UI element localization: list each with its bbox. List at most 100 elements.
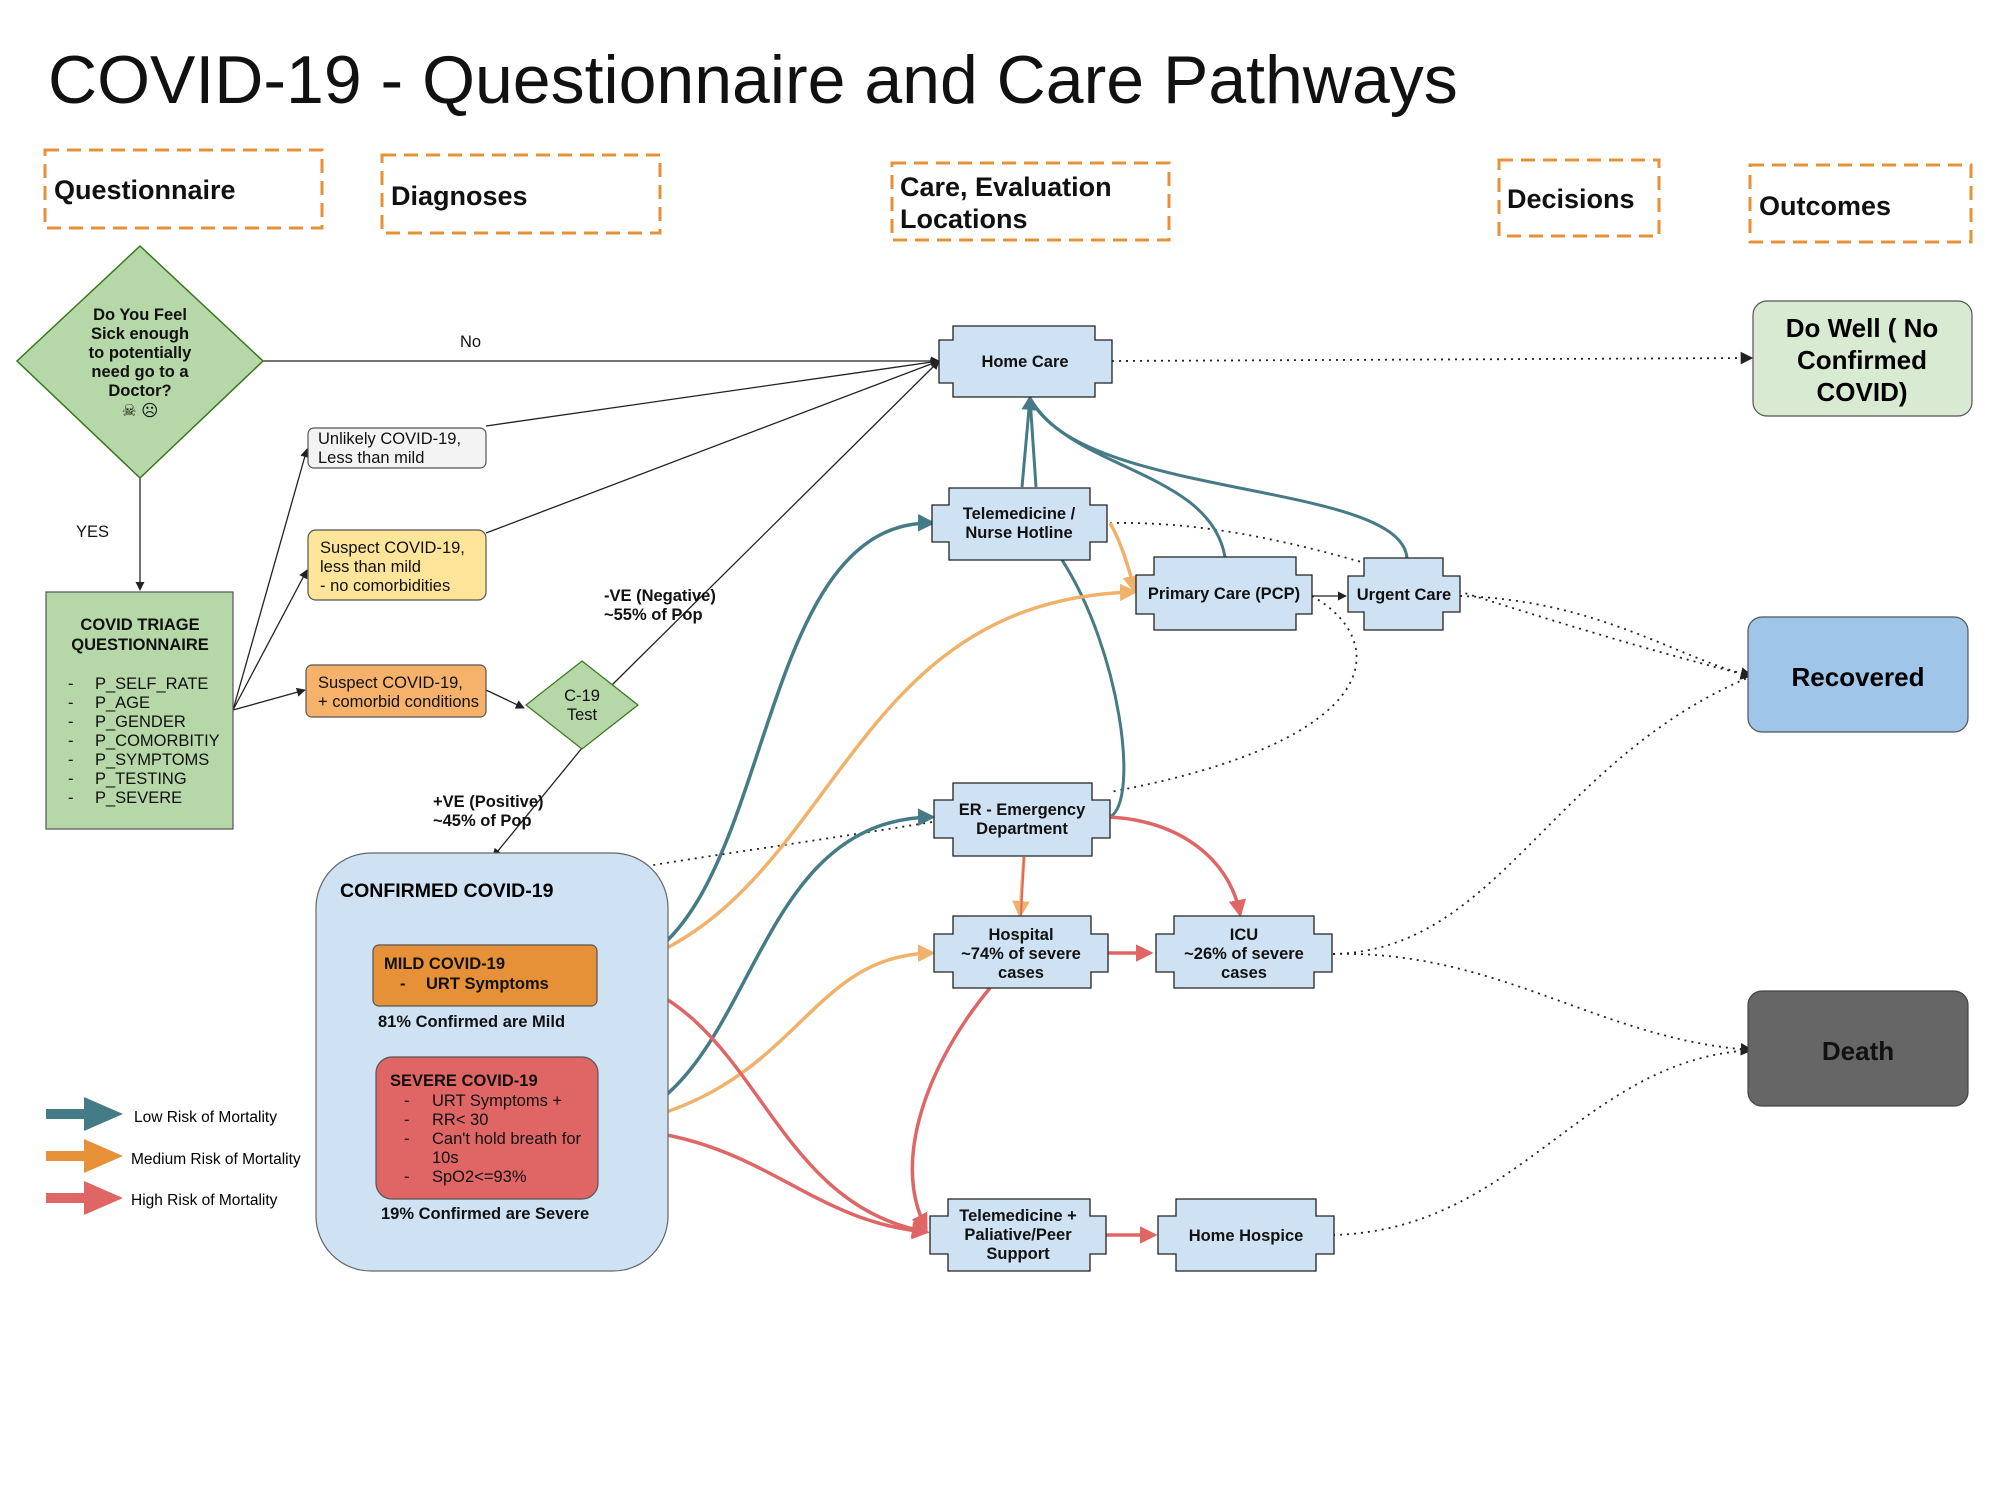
edge-er-hospital-red [1020,856,1025,916]
edge-home-do-well [1111,351,1754,365]
decision-diamond: Do You Feel Sick enough to potentially n… [15,244,265,480]
triage-item: P_GENDER [95,713,186,731]
care-label: Telemedicine / [963,505,1076,523]
page-title: COVID-19 - Questionnaire and Care Pathwa… [48,42,1458,118]
confirmed-title: CONFIRMED COVID-19 [340,880,554,902]
care-home-care: Home Care [938,325,1113,398]
edge-hospital-palliative [910,986,992,1232]
care-label: cases [1221,964,1267,982]
diagnosis-unlikely-box: Unlikely COVID-19, Less than mild [307,427,487,469]
column-header-decisions: Decisions [1497,158,1661,238]
diagnosis-suspect-comorbid-box: Suspect COVID-19, + comorbid conditions [305,664,487,718]
diagnosis-text: Suspect COVID-19, [320,539,465,557]
legend-label: Low Risk of Mortality [134,1109,277,1126]
triage-title: QUESTIONNAIRE [71,636,209,654]
care-label: Paliative/Peer [964,1226,1072,1244]
mild-title: MILD COVID-19 [384,955,505,973]
edge-urgent-recovered [1459,595,1754,680]
triage-dash: - [68,751,74,769]
column-header-label: Diagnoses [391,181,528,211]
care-label: ~26% of severe [1184,945,1304,963]
diagnosis-suspect-mild-box: Suspect COVID-19, less than mild - no co… [307,529,487,601]
test-text: Test [567,706,598,724]
triage-dash: - [68,694,74,712]
care-icu: ICU ~26% of severe cases [1155,915,1333,989]
outcome-label: COVID) [1817,377,1908,407]
outcome-label: Confirmed [1797,345,1927,375]
care-label: Hospital [988,926,1053,944]
column-header-label: Locations [900,204,1028,234]
triage-dash: - [68,675,74,693]
care-label: ICU [1230,926,1258,944]
outcome-recovered: Recovered [1747,616,1969,733]
test-text: C-19 [564,687,600,705]
severe-item: RR< 30 [432,1111,488,1129]
column-header-care: Care, Evaluation Locations [890,161,1171,242]
edge-unlikely-home [485,357,940,427]
care-label: Primary Care (PCP) [1148,585,1300,603]
column-header-questionnaire: Questionnaire [43,148,324,230]
column-header-label: Care, Evaluation [900,172,1112,202]
edge-er-severe-dotted [333,821,933,1131]
legend-label: Medium Risk of Mortality [131,1151,301,1168]
triage-item: P_SELF_RATE [95,675,208,693]
decision-text: Do You Feel [93,306,187,324]
diagnosis-text: + comorbid conditions [318,693,479,711]
care-home-hospice: Home Hospice [1157,1198,1335,1272]
arrow-icon [46,1097,123,1131]
outcome-label: Do Well ( No [1786,313,1939,343]
care-label: Home Hospice [1189,1227,1304,1245]
care-label: ER - Emergency [959,801,1086,819]
mild-dash: - [400,975,406,993]
edge-suspect-mild-home [485,359,940,534]
triage-item: P_COMORBITIY [95,732,220,750]
severe-item: URT Symptoms + [432,1092,562,1110]
arrow-icon [46,1181,123,1215]
severe-dash: - [404,1168,410,1186]
edge-test-negative-home [611,360,940,686]
edge-telemed-pcp [1108,522,1140,594]
care-label: cases [998,964,1044,982]
triage-title: COVID TRIAGE [80,616,199,634]
care-label: Urgent Care [1357,586,1451,604]
triage-item: P_TESTING [95,770,187,788]
column-header-label: Outcomes [1759,191,1891,221]
edge-triage-unlikely [232,448,310,711]
care-label: Department [976,820,1068,838]
triage-dash: - [68,732,74,750]
edge-comorb-test [485,689,525,709]
edge-hospice-death [1332,1049,1753,1236]
triage-item: P_AGE [95,694,150,712]
edge-test-positive-confirmed [492,747,583,858]
edge-label-positive: +VE (Positive) [433,793,544,811]
mild-item: URT Symptoms [426,975,549,993]
edge-label-negative-pop: ~55% of Pop [604,606,703,624]
care-primary-care: Primary Care (PCP) [1135,556,1313,631]
decision-text: need go to a [91,363,189,381]
edge-telemed-home-2 [1028,397,1038,488]
edge-label-yes: YES [76,523,109,541]
decision-text: Doctor? [108,382,171,400]
legend-high-risk: High Risk of Mortality [46,1181,278,1215]
severe-item: 10s [432,1149,459,1167]
severe-item: SpO2<=93% [432,1168,527,1186]
decision-text: to potentially [89,344,192,362]
care-label: Telemedicine + [959,1207,1077,1225]
decision-text: Sick enough [91,325,189,343]
care-er-department: ER - Emergency Department [933,782,1111,857]
care-hospital: Hospital ~74% of severe cases [933,915,1109,989]
edge-label-positive-pop: ~45% of Pop [433,812,532,830]
diagnosis-text: less than mild [320,558,421,576]
edge-triage-suspect-comorb [232,687,306,711]
triage-dash: - [68,713,74,731]
triage-dash: - [68,770,74,788]
care-telemedicine-palliative: Telemedicine + Paliative/Peer Support [929,1198,1107,1272]
legend: Low Risk of Mortality Medium Risk of Mor… [46,1097,301,1215]
outcome-death: Death [1747,990,1969,1107]
care-label: ~74% of severe [961,945,1081,963]
triage-item: P_SYMPTOMS [95,751,209,769]
outcome-label: Recovered [1792,662,1925,692]
diagnosis-text: Suspect COVID-19, [318,674,463,692]
column-header-diagnoses: Diagnoses [380,153,662,235]
